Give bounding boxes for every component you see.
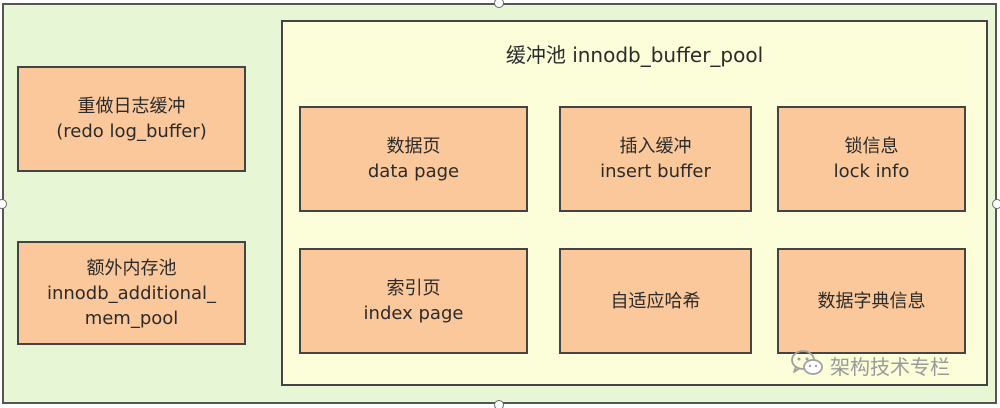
insert-buffer-box: 插入缓冲 insert buffer [559,106,752,212]
lock-info-box: 锁信息 lock info [777,106,966,212]
resize-handle-bottom[interactable] [494,400,504,408]
data-dictionary-box: 数据字典信息 [777,248,966,354]
index-page-box: 索引页 index page [299,248,528,354]
resize-handle-left[interactable] [0,199,7,209]
watermark-text: 架构技术专栏 [830,354,950,379]
insert-buffer-cn: 插入缓冲 [619,136,692,157]
resize-handle-right[interactable] [992,199,1000,209]
additional-mem-pool-en-2: mem_pool [84,307,179,329]
data-page-cn: 数据页 [386,136,441,157]
redo-log-buffer-en: (redo log_buffer) [56,121,207,142]
resize-handle-top[interactable] [494,0,504,8]
lock-info-en: lock info [833,161,910,182]
index-page-en: index page [363,303,464,324]
wechat-icon [790,348,824,383]
data-page-en: data page [367,161,460,182]
data-page-box: 数据页 data page [299,106,528,212]
adaptive-hash-box: 自适应哈希 [559,248,752,354]
additional-mem-pool-en-1: innodb_additional_ [46,282,217,304]
redo-log-buffer-cn: 重做日志缓冲 [77,96,186,117]
additional-mem-pool-box: 额外内存池 innodb_additional_ mem_pool [17,241,246,345]
index-page-cn: 索引页 [386,278,441,299]
data-dictionary-cn: 数据字典信息 [817,290,926,312]
redo-log-buffer-box: 重做日志缓冲 (redo log_buffer) [17,66,246,172]
lock-info-cn: 锁信息 [844,136,899,157]
buffer-pool-title: 缓冲池 innodb_buffer_pool [505,43,764,67]
adaptive-hash-cn: 自适应哈希 [610,290,701,312]
additional-mem-pool-cn: 额外内存池 [86,257,177,279]
insert-buffer-en: insert buffer [600,161,711,182]
watermark: 架构技术专栏 [790,345,950,385]
